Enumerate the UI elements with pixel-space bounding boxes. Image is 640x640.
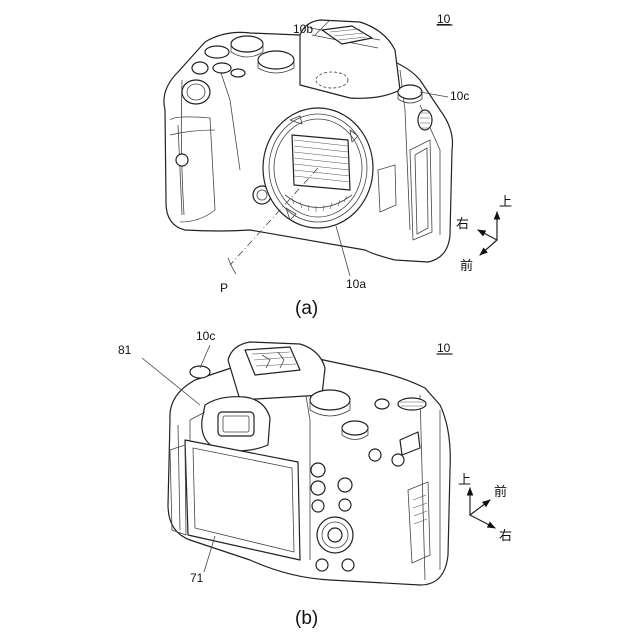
direction-right-b: 右 xyxy=(499,529,512,544)
camera-rear-view xyxy=(142,342,495,585)
direction-front-a: 前 xyxy=(460,258,473,274)
label-optical-axis: P xyxy=(220,281,228,295)
direction-right-a: 右 xyxy=(456,217,469,232)
caption-b: (b) xyxy=(295,608,318,629)
caption-a: (a) xyxy=(295,298,318,319)
label-top-cover: 10b xyxy=(293,22,313,36)
ref-number-b: 10 xyxy=(437,341,451,355)
label-mount: 10a xyxy=(346,277,366,291)
ref-number-a: 10 xyxy=(437,12,451,26)
direction-up-b: 上 xyxy=(458,473,471,488)
direction-front-b: 前 xyxy=(494,484,507,500)
label-dial-b: 10c xyxy=(196,329,215,343)
direction-up-a: 上 xyxy=(499,195,512,210)
label-monitor: 71 xyxy=(190,571,204,585)
label-dial-a: 10c xyxy=(450,89,469,103)
label-viewfinder: 81 xyxy=(118,343,132,357)
camera-front-view xyxy=(164,20,497,276)
